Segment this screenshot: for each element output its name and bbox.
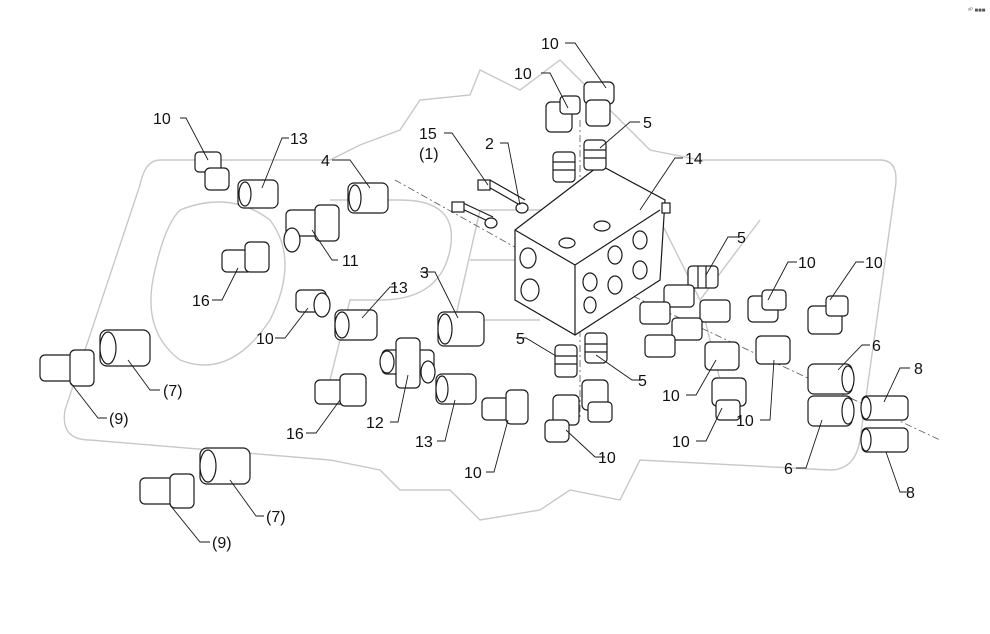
axis-line-right [619,289,941,441]
callout-10-far-left: 10 [153,111,171,128]
callout-13-mid: 13 [390,280,408,297]
callout-8-upper: 8 [914,361,923,378]
fitting-elbow-16-top [221,241,270,273]
callout-10-lower-right-c: 10 [672,434,690,451]
callout-9-lower: (9) [212,535,232,552]
fitting-elbow-10-right-d [704,341,740,371]
callout-10-bottom-left: 10 [464,465,482,482]
callout-10-right-b: 10 [865,255,883,272]
fitting-nut-13-mid [334,309,378,341]
fitting-nut-6-lower [807,395,855,427]
callout-10-left-mid: 10 [256,331,274,348]
fitting-elbow-9-lower [139,473,195,509]
fitting-elbow-10-right-a [747,289,787,323]
fitting-adapter-5-bottom-b [584,332,608,364]
callout-6-upper: 6 [872,338,881,355]
callout-10-right-a: 10 [798,255,816,272]
callout-5-bottom-left: 5 [516,331,525,348]
callout-12: 12 [366,415,384,432]
fitting-adapter-5-right-c [639,301,703,341]
fitting-nut-6-upper [807,363,855,395]
fitting-elbow-9-upper [39,349,95,387]
fitting-elbow-top-left-10 [194,151,230,191]
fitting-union-3 [437,311,485,347]
callout-1: (1) [419,146,439,163]
fitting-adapter-5-top-b [583,139,607,171]
callout-7-lower: (7) [266,509,286,526]
fitting-nut-7-lower [199,447,251,485]
fitting-elbow-10-bottom-b [581,379,613,423]
callout-14: 14 [685,151,703,168]
bolt-part-15 [477,179,529,214]
callout-10-lower-right-a: 10 [662,388,680,405]
fitting-elbow-10-right-e [711,377,747,421]
callout-3: 3 [420,265,429,282]
fitting-adapter-5-top-a [552,151,576,183]
axis-line-left [394,179,521,251]
fitting-union-4 [347,182,389,214]
fitting-nut-7-upper [99,329,151,367]
fitting-elbow-8-lower [860,427,909,453]
callout-10-lower-right-b: 10 [736,413,754,430]
callout-8-lower: 8 [906,485,915,502]
callout-7-upper: (7) [163,383,183,400]
valve-block [514,164,671,336]
fitting-adapter-5-right-d [644,334,676,358]
callout-16-bottom: 16 [286,426,304,443]
leader-lines [69,42,910,543]
callout-10-top-right: 10 [541,36,559,53]
callout-5-top: 5 [643,115,652,132]
callout-13-top: 13 [290,131,308,148]
callout-labels: 10 10 10 13 4 15 (1) 2 5 14 5 10 10 11 3… [109,36,923,552]
callout-2: 2 [485,136,494,153]
fitting-cross-12 [379,337,436,389]
fitting-elbow-10-right-c [755,335,791,365]
callout-13-bottom: 13 [415,434,433,451]
fitting-adapter-5-bottom-a [554,344,578,378]
corner-logo-mark: ᵒᴾ ■■■ [968,7,986,14]
bolt-part-2 [451,201,498,229]
callout-9-upper: (9) [109,411,129,428]
fitting-nut-13-bottom [435,373,477,405]
callout-5-bottom-right: 5 [638,373,647,390]
fitting-elbow-8-upper [860,395,909,421]
callout-11: 11 [342,253,359,270]
callout-15: 15 [419,126,437,143]
fitting-elbow-16-bottom [314,373,367,407]
fitting-elbow-10-right-b [807,295,849,335]
fitting-adapter-5-right-b [663,284,731,323]
callout-10-top-left: 10 [514,66,532,83]
fitting-elbow-10-top-a [545,95,581,133]
fitting-elbow-10-bottom-center [481,389,529,425]
fitting-elbow-10-left [295,289,331,318]
fitting-tee-11 [283,204,340,253]
fitting-elbow-10-top-b [583,81,615,127]
callout-5-right: 5 [737,230,746,247]
fitting-adapter-5-right-a [687,265,719,289]
callout-10-bottom-center: 10 [598,450,616,467]
callout-4: 4 [321,153,330,170]
callout-6-lower: 6 [784,461,793,478]
fitting-elbow-10-bottom-a [544,394,580,443]
fitting-nut-13-top [237,179,279,209]
callout-16-top: 16 [192,293,210,310]
